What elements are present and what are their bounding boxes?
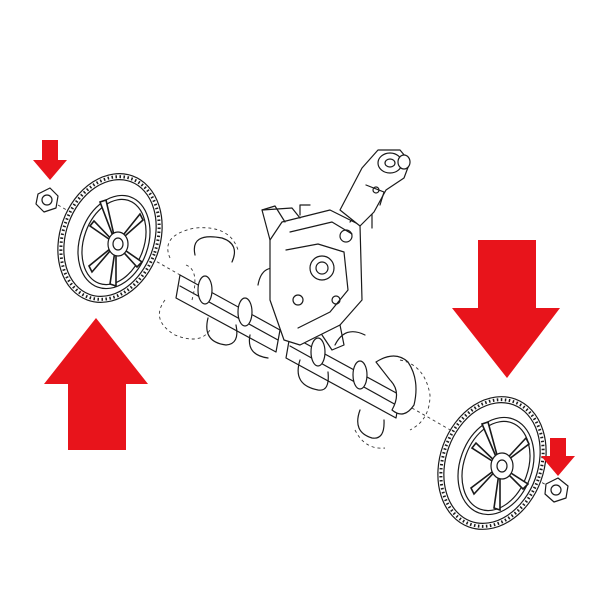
arrow-layer <box>33 140 575 476</box>
small-arrow-bottom-right <box>541 438 575 476</box>
large-arrow-right <box>452 240 560 378</box>
tiller-axle <box>175 274 401 419</box>
tiller-tines-right <box>297 331 431 449</box>
right-wheel-cap <box>544 477 569 503</box>
large-arrow-bottom-left <box>44 318 148 450</box>
left-wheel-cap <box>35 187 59 213</box>
gearbox-housing <box>261 204 373 351</box>
handle-mount <box>339 149 411 227</box>
tiller-tines-left <box>158 227 285 359</box>
right-wheel <box>437 396 547 530</box>
left-wheel <box>57 173 163 303</box>
small-arrow-top-left <box>33 140 67 180</box>
